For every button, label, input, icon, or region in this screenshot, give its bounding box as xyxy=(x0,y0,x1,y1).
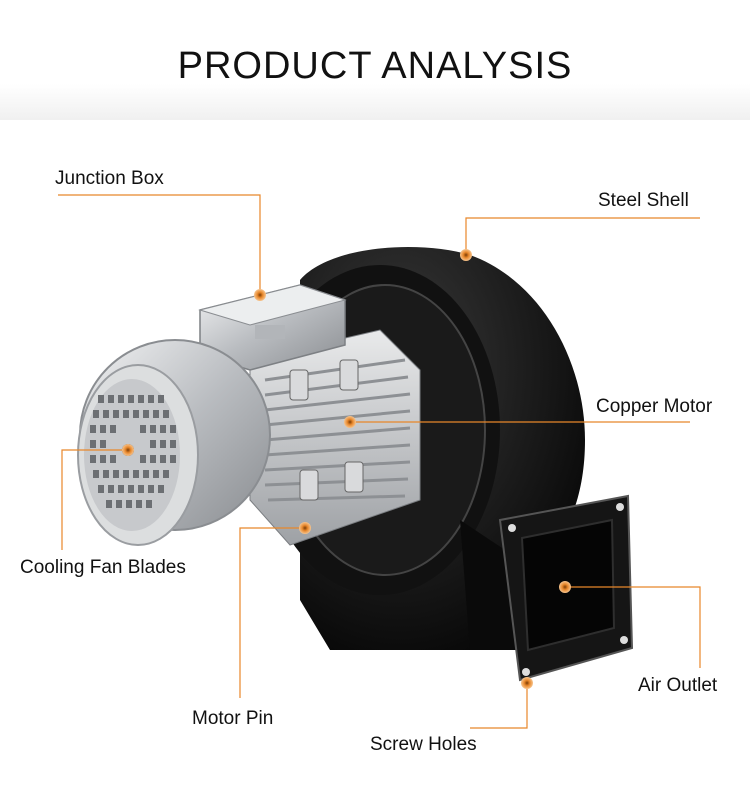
motor-body xyxy=(249,329,421,546)
steel-shell-marker xyxy=(460,249,472,261)
callout-lines xyxy=(58,194,701,729)
screw-holes-marker xyxy=(521,677,533,689)
screw-holes-label: Screw Holes xyxy=(370,734,477,755)
copper-motor-marker xyxy=(344,416,356,428)
callout-markers xyxy=(122,249,571,689)
motor-pin-marker xyxy=(299,522,311,534)
junction-box-marker xyxy=(254,289,266,301)
page-title: PRODUCT ANALYSIS xyxy=(177,45,573,87)
copper-motor-label: Copper Motor xyxy=(596,396,713,417)
air-outlet-label: Air Outlet xyxy=(638,675,718,696)
cooling-fan-blades-label: Cooling Fan Blades xyxy=(20,557,186,578)
cooling-fan-blades-marker xyxy=(122,444,134,456)
junction-box-label: Junction Box xyxy=(55,168,164,189)
fan-cover xyxy=(77,339,271,546)
header-band xyxy=(0,0,750,120)
motor-pin-label: Motor Pin xyxy=(192,708,274,729)
steel-shell-label: Steel Shell xyxy=(598,190,689,211)
air-outlet-marker xyxy=(559,581,571,593)
